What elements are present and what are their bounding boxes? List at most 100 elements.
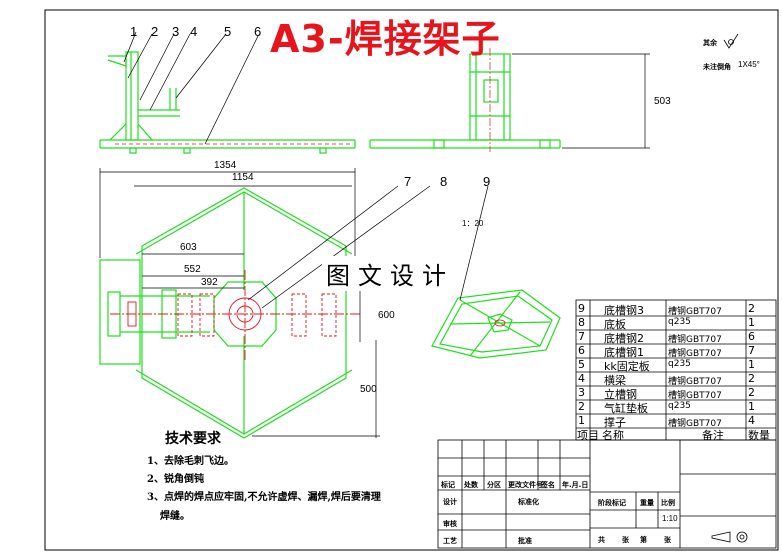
dim-603: 603: [180, 242, 197, 253]
bom-qty: 2: [748, 302, 755, 315]
bom-no: 7: [578, 330, 585, 343]
side-view: [369, 53, 561, 149]
tb-weight: 重量: [640, 499, 654, 507]
tb-total: 共: [598, 536, 605, 544]
bom-name: 底槽钢1: [604, 346, 644, 359]
dim-height-side: 503: [654, 96, 671, 107]
tb-zone: 分区: [487, 481, 501, 489]
bom-table: [575, 299, 777, 441]
bom-material: q235: [668, 317, 691, 327]
tb-design: 设计: [443, 498, 457, 506]
tb-date: 年.月.日: [562, 481, 589, 489]
tb-count: 处数: [464, 481, 478, 489]
leader-9: [459, 185, 489, 301]
plan-view: [99, 187, 353, 439]
bom-qty: 1: [748, 316, 755, 329]
bom-header-name: 名称: [602, 429, 624, 442]
bom-name: 气缸垫板: [604, 402, 648, 415]
leader-number-9: 9: [483, 174, 491, 189]
tb-stage: 阶段标记: [598, 499, 626, 507]
watermark-text: 图文设计: [322, 256, 458, 291]
bom-qty: 1: [748, 400, 755, 413]
dim-552: 552: [184, 264, 201, 275]
bom-no: 2: [578, 400, 585, 413]
tb-mark: 标记: [441, 481, 455, 489]
bom-material: 槽钢GBT707: [668, 335, 722, 345]
bom-material: 槽钢GBT707: [668, 391, 722, 401]
tb-std: 标准化: [518, 498, 539, 506]
leader-number-4: 4: [190, 24, 198, 39]
tech-req-item: 1、去除毛刺飞边。: [147, 456, 234, 467]
tb-sheet: 张: [664, 536, 671, 544]
bom-no: 4: [578, 372, 585, 385]
drawing-title: A3-焊接架子: [270, 17, 501, 61]
plan-dimensions: [99, 168, 380, 438]
leader-number-3: 3: [172, 24, 180, 39]
tb-ratio: 比例: [661, 499, 675, 507]
bom-material: q235: [668, 401, 691, 411]
chamfer-value: 1X45°: [738, 60, 760, 69]
dim-inner: 1154: [232, 172, 254, 183]
tb-craft: 工艺: [443, 537, 457, 545]
detail-scale: 1：20: [462, 219, 484, 228]
bom-name: kk固定板: [604, 360, 650, 373]
roughness-label: 其余: [703, 39, 717, 47]
bom-material: 槽钢GBT707: [668, 419, 722, 429]
dim-392: 392: [201, 277, 218, 288]
dim-503: [512, 53, 650, 149]
tb-scale: 1:10: [662, 514, 678, 523]
projection-symbol: [711, 531, 748, 543]
bom-material: 槽钢GBT707: [668, 377, 722, 387]
front-view: [99, 51, 356, 154]
bom-material: 槽钢GBT707: [668, 349, 722, 359]
dim-600: 600: [378, 310, 395, 321]
bom-no: 1: [578, 414, 585, 427]
bom-qty: 2: [748, 386, 755, 399]
tech-req-item: 2、锐角倒钝: [147, 474, 204, 485]
tb-sign: 签名: [541, 481, 555, 489]
dim-500: 500: [360, 384, 377, 395]
bom-name: 立槽钢: [604, 388, 637, 401]
bom-name: 底板: [604, 318, 626, 331]
bom-no: 8: [578, 316, 585, 329]
leader-number-7: 7: [404, 174, 412, 189]
chamfer-label: 未注倒角: [703, 63, 731, 71]
bom-no: 5: [578, 358, 585, 371]
leader-number-1: 1: [130, 24, 138, 39]
bom-qty: 7: [748, 344, 755, 357]
tb-doc: 更改文件号: [508, 481, 543, 489]
tb-approve: 批准: [518, 537, 532, 545]
bom-header-qty: 数量: [748, 429, 770, 442]
bom-no: 6: [578, 344, 585, 357]
bom-name: 横梁: [604, 374, 626, 387]
bom-name: 底槽钢2: [604, 332, 644, 345]
leader-number-2: 2: [151, 24, 159, 39]
bom-qty: 1: [748, 358, 755, 371]
tb-sheets: 张: [622, 536, 629, 544]
leader-number-5: 5: [224, 24, 232, 39]
bom-qty: 6: [748, 330, 755, 343]
roughness-symbol: [723, 33, 739, 49]
isometric-hole: [494, 319, 506, 327]
leader-number-8: 8: [440, 174, 448, 189]
bom-material: 槽钢GBT707: [668, 307, 722, 317]
bom-name: 底槽钢3: [604, 304, 644, 317]
leader-number-6: 6: [254, 24, 262, 39]
bom-qty: 4: [748, 414, 755, 427]
leader-lines-plan: [247, 185, 431, 309]
tb-page: 第: [640, 536, 647, 544]
bom-header-material: 备注: [702, 429, 724, 442]
drawing-frame: [44, 9, 779, 551]
title-block: [437, 439, 777, 549]
bom-name: 撑子: [604, 416, 626, 429]
bom-qty: 2: [748, 372, 755, 385]
bom-header-no: 项目: [577, 429, 599, 442]
tech-req-heading: 技术要求: [165, 431, 221, 447]
plan-view-red: [110, 270, 360, 360]
tb-review: 审核: [443, 520, 457, 528]
bom-material: q235: [668, 359, 691, 369]
tech-req-item: 焊缝。: [160, 511, 190, 522]
isometric-view: [431, 289, 561, 359]
dim-overall: 1354: [214, 160, 237, 171]
